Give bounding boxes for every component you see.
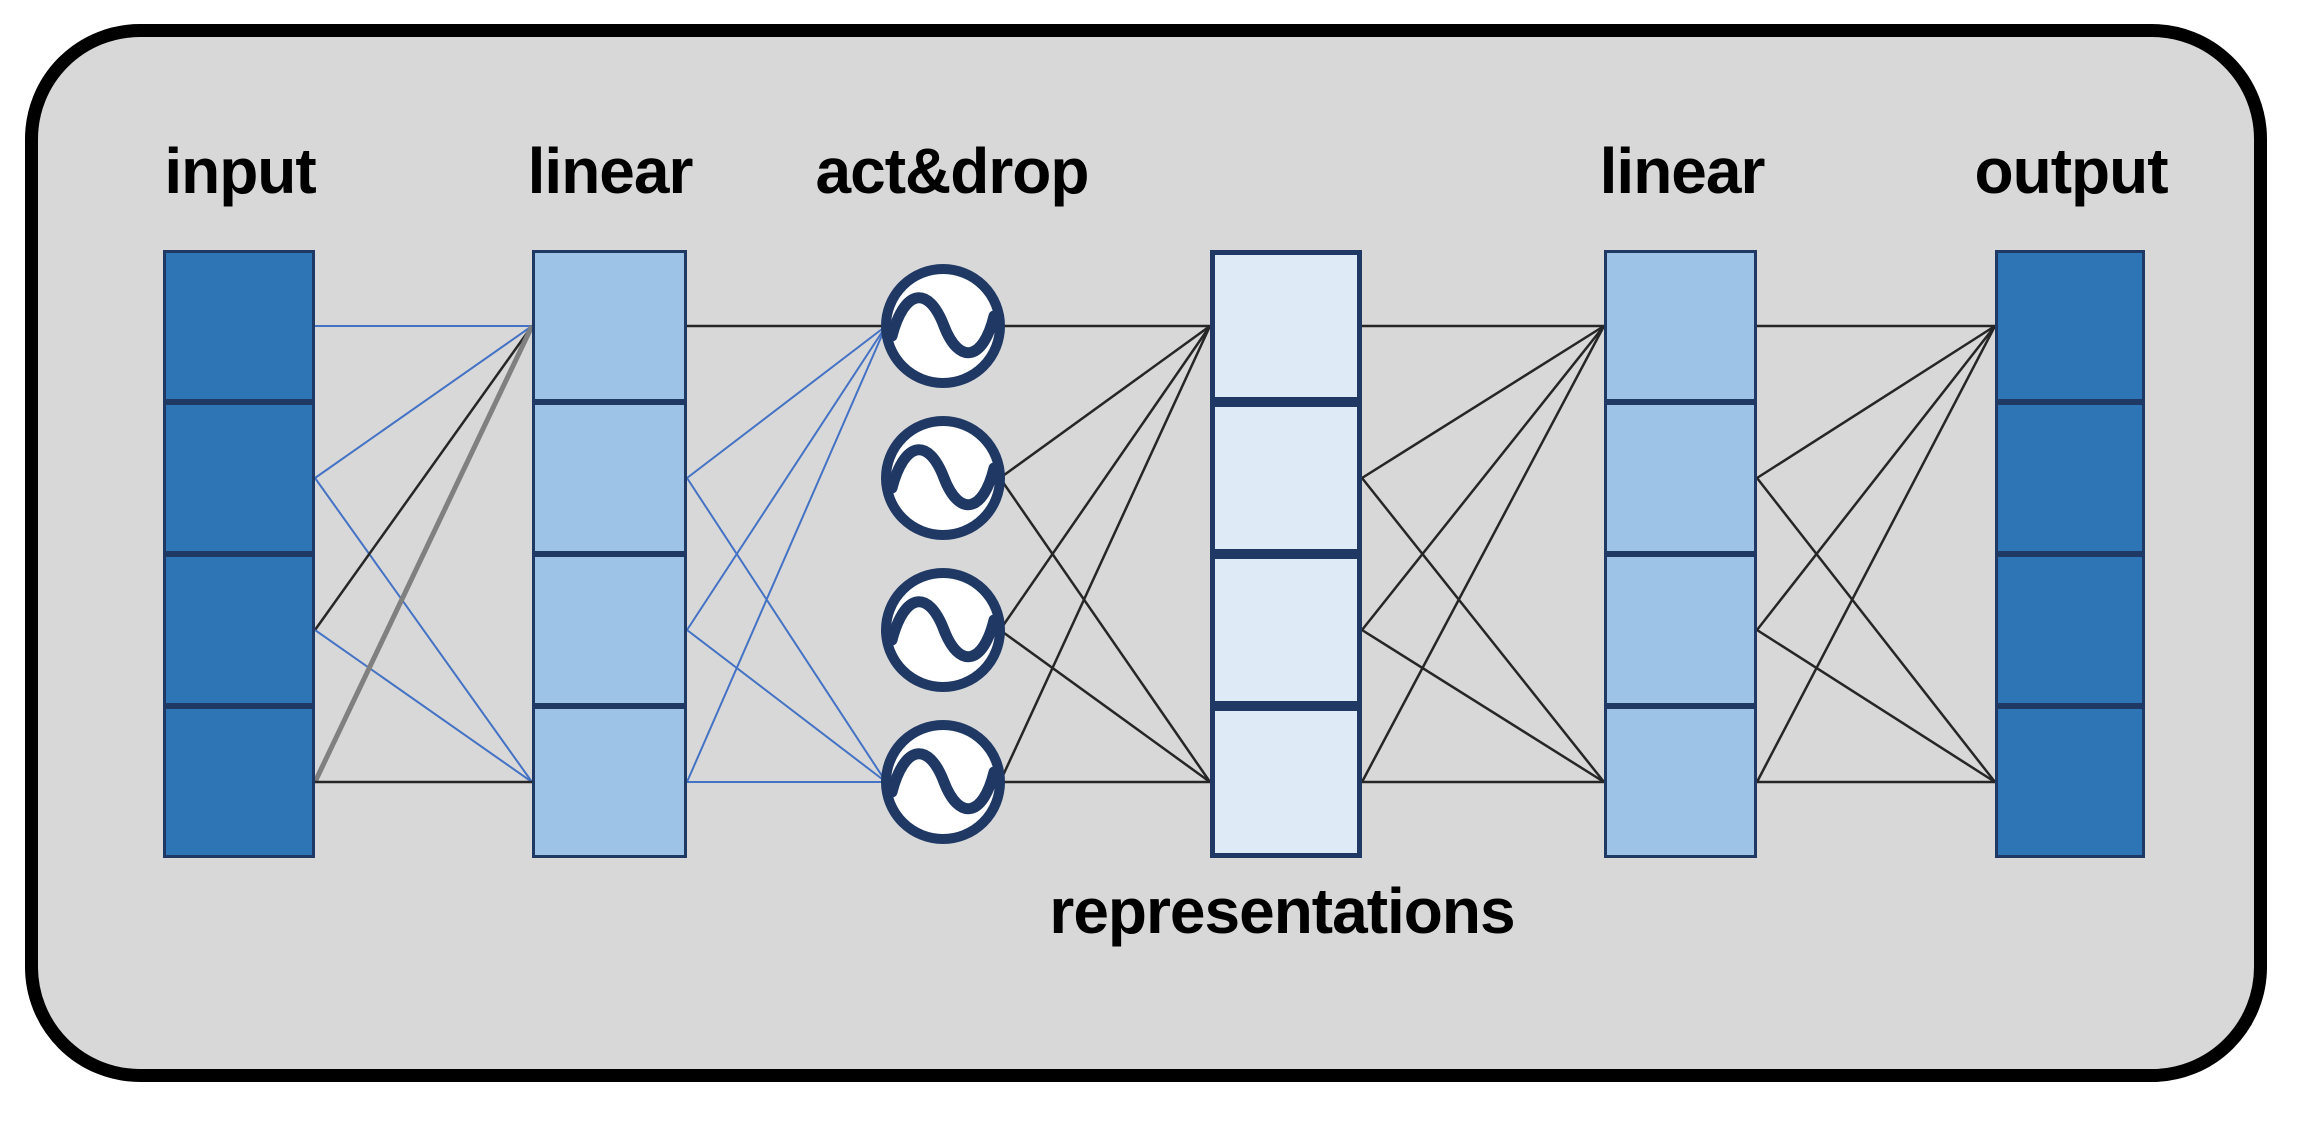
connection-line bbox=[686, 325, 887, 631]
connection-line bbox=[998, 477, 1212, 783]
layer-column-input bbox=[163, 250, 315, 858]
layer-column-linear-2 bbox=[1604, 250, 1757, 858]
sine-wave-icon bbox=[886, 444, 1000, 511]
connection-line bbox=[1756, 325, 1996, 631]
linear-2-unit bbox=[1604, 554, 1757, 706]
layer-label-linear-1: linear bbox=[527, 135, 694, 207]
connection-line bbox=[686, 325, 887, 479]
linear-1-unit bbox=[532, 402, 687, 554]
layer-label-linear-2: linear bbox=[1599, 135, 1766, 207]
connection-line bbox=[1361, 628, 1605, 784]
layer-column-linear-1 bbox=[532, 250, 687, 858]
connection-line bbox=[686, 325, 887, 783]
input-unit bbox=[163, 706, 315, 858]
representations-unit bbox=[1210, 706, 1362, 858]
connection-line bbox=[998, 325, 1212, 783]
layer-column-output bbox=[1995, 250, 2145, 858]
connection-line bbox=[314, 325, 533, 479]
linear-1-unit bbox=[532, 554, 687, 706]
connection-line bbox=[1756, 324, 1996, 480]
linear-2-unit bbox=[1604, 250, 1757, 402]
sine-wave-icon bbox=[886, 748, 1000, 815]
activation-node bbox=[881, 568, 1005, 692]
layer-label-input: input bbox=[164, 135, 316, 207]
output-unit bbox=[1995, 402, 2145, 554]
connection-line bbox=[686, 477, 887, 783]
activation-node bbox=[881, 720, 1005, 844]
linear-1-unit bbox=[532, 250, 687, 402]
connection-line bbox=[1360, 325, 1606, 783]
connection-line bbox=[999, 324, 1211, 480]
connection-line bbox=[1361, 324, 1605, 480]
representations-unit bbox=[1210, 402, 1362, 554]
activation-node bbox=[881, 264, 1005, 388]
output-unit bbox=[1995, 554, 2145, 706]
connection-line bbox=[313, 325, 534, 631]
output-unit bbox=[1995, 250, 2145, 402]
input-unit bbox=[163, 402, 315, 554]
layer-label-act-drop: act&drop bbox=[815, 135, 1090, 207]
layer-label-output: output bbox=[1974, 135, 2169, 207]
connection-line bbox=[1755, 325, 1997, 783]
connection-line bbox=[314, 477, 533, 783]
connection-line bbox=[1361, 477, 1605, 783]
connection-line bbox=[1361, 325, 1605, 631]
connection-line bbox=[998, 325, 1212, 631]
connection-line bbox=[999, 628, 1211, 784]
input-unit bbox=[163, 554, 315, 706]
connection-line bbox=[686, 629, 887, 783]
representations-unit bbox=[1210, 554, 1362, 706]
linear-1-unit bbox=[532, 706, 687, 858]
output-unit bbox=[1995, 706, 2145, 858]
connection-line bbox=[1756, 628, 1996, 784]
sine-wave-icon bbox=[886, 292, 1000, 359]
activation-node bbox=[881, 416, 1005, 540]
layer-label-representations: representations bbox=[1049, 875, 1515, 947]
linear-2-unit bbox=[1604, 402, 1757, 554]
diagram-frame bbox=[25, 24, 2267, 1082]
connection-line bbox=[312, 324, 535, 784]
input-unit bbox=[163, 250, 315, 402]
representations-unit bbox=[1210, 250, 1362, 402]
sine-wave-icon bbox=[886, 596, 1000, 663]
linear-2-unit bbox=[1604, 706, 1757, 858]
layer-column-representations bbox=[1210, 250, 1362, 858]
connection-line bbox=[1756, 477, 1996, 783]
connection-line bbox=[314, 629, 533, 783]
